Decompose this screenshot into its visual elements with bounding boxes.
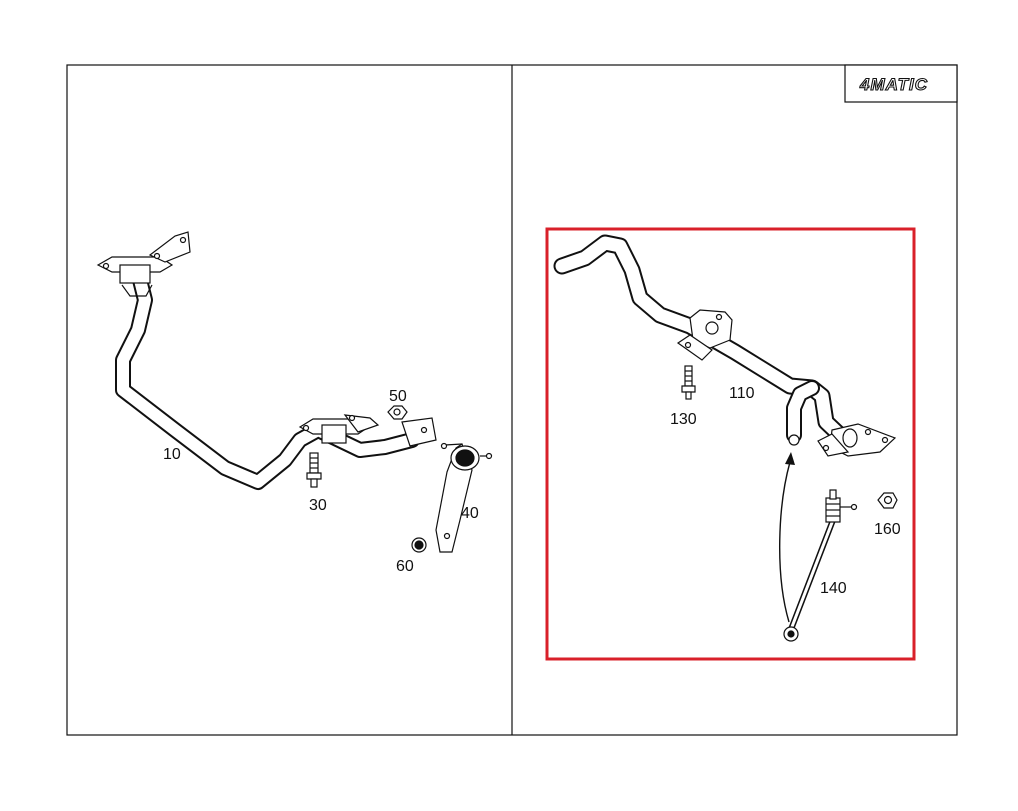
label-50: 50 [389,388,407,405]
link-part-40 [435,442,493,553]
nut-part-160 [877,492,898,509]
mounting-bracket-left-top [96,231,191,297]
4matic-logo: 4MATIC [859,75,928,94]
mounting-bracket-left-bottom [298,414,437,447]
bolt-part-130 [681,365,696,400]
mounting-bracket-right-end [817,423,897,457]
stabilizer-bar-part-110 [553,234,854,449]
nut-part-60 [411,537,427,553]
nut-part-50 [387,405,408,420]
right-panel: 110 130 140 160 [545,227,916,661]
left-panel: 10 30 40 50 60 [96,231,493,575]
label-30: 30 [309,497,327,514]
highlight-box [545,227,916,661]
label-10: 10 [163,446,181,463]
bolt-part-30 [306,452,322,488]
link-part-140 [783,489,858,642]
label-160: 160 [874,521,901,538]
label-130: 130 [670,411,697,428]
label-40: 40 [461,505,479,522]
label-140: 140 [820,580,847,597]
mounting-bracket-right-center [676,309,733,361]
direction-arrow [778,452,795,623]
label-110: 110 [729,385,755,402]
stabilizer-bar-part-10 [115,272,420,490]
4matic-badge: 4MATIC [844,64,958,103]
label-60: 60 [396,558,414,575]
